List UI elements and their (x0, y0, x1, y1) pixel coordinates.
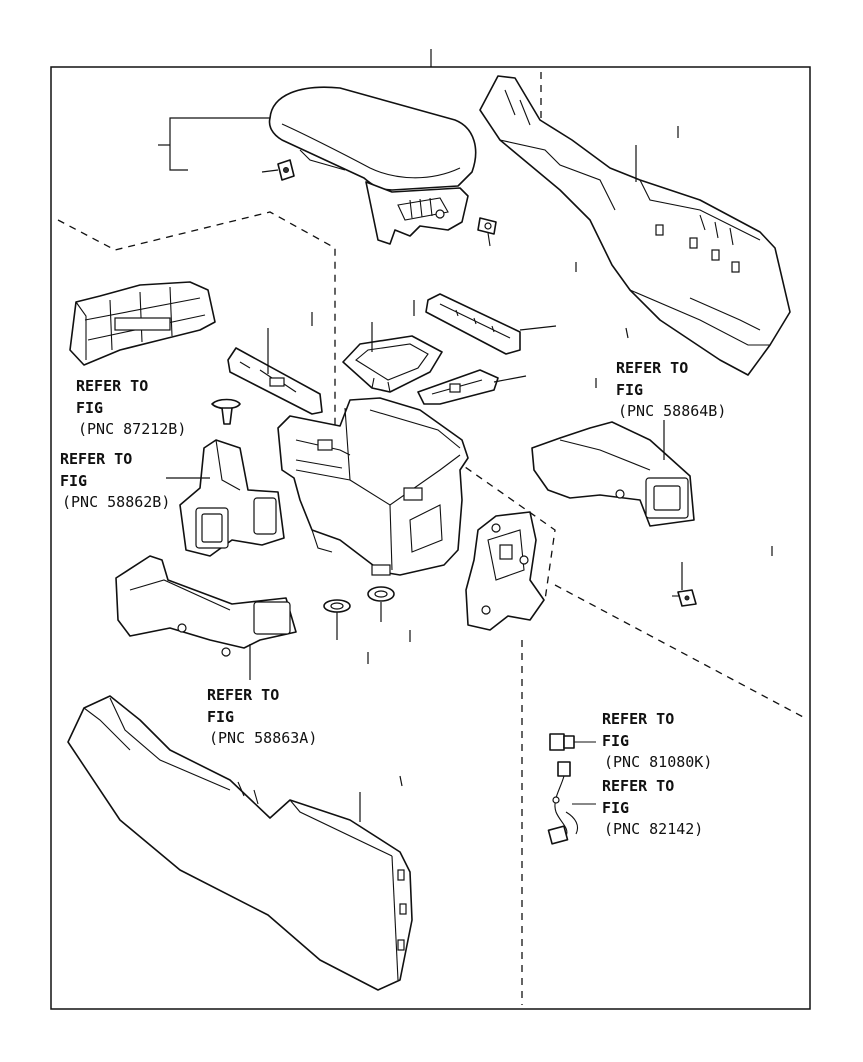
reference-label-58863a[interactable]: REFER TO FIG (PNC 58863A) (207, 686, 317, 747)
rail-bracket-leader (493, 375, 527, 383)
console-mounting-bracket[interactable] (465, 511, 545, 631)
air-duct-left-upper[interactable] (179, 439, 285, 557)
reference-label-58862b[interactable]: REFER TO FIG (PNC 58862B) (60, 450, 170, 511)
clip-push-pin[interactable] (211, 398, 241, 425)
bolt-armrest-right[interactable] (477, 217, 497, 247)
cup-holder-tray[interactable] (342, 335, 443, 393)
air-duct-left-lower[interactable] (115, 555, 297, 657)
ref-81080k-line2: FIG (602, 732, 629, 750)
armrest-leader (158, 117, 270, 171)
ref-58863a-line2: FIG (207, 708, 234, 726)
harness-connector-81080k[interactable] (549, 733, 596, 751)
ref-87212b-line3: (PNC 87212B) (78, 420, 186, 438)
ref-81080k-line3: (PNC 81080K) (604, 753, 712, 771)
reference-label-58864b[interactable]: REFER TO FIG (PNC 58864B) (616, 359, 726, 420)
ref-58862b-line2: FIG (60, 472, 87, 490)
ref-82142-line2: FIG (602, 799, 629, 817)
rear-vent-bracket[interactable] (69, 281, 216, 366)
reference-label-82142[interactable]: REFER TO FIG (PNC 82142) (602, 777, 703, 838)
reference-label-87212b[interactable]: REFER TO FIG (PNC 87212B) (76, 377, 186, 438)
bezel-strip-leader (519, 325, 557, 331)
shift-panel-left-piece[interactable] (227, 347, 323, 415)
ref-58864b-line3: (PNC 58864B) (618, 402, 726, 420)
console-side-panel-lower[interactable] (67, 695, 413, 991)
right-tick-4 (625, 327, 629, 339)
ref-87212b-line2: FIG (76, 399, 103, 417)
armrest-lid[interactable] (268, 86, 477, 245)
bolt-lower-right[interactable] (672, 589, 697, 607)
dashed-boundaries (57, 72, 806, 1005)
ref-58863a-line1: REFER TO (207, 686, 279, 704)
clip-ring-right[interactable] (367, 586, 395, 602)
console-top-bezel-strip[interactable] (425, 293, 521, 355)
console-side-panel-right[interactable] (479, 75, 791, 376)
ref-58864b-line1: REFER TO (616, 359, 688, 377)
rail-bracket[interactable] (417, 369, 499, 405)
lower-tick-1 (399, 775, 403, 787)
ref-81080k-line1: REFER TO (602, 710, 674, 728)
air-duct-right[interactable] (531, 421, 695, 527)
clip-ring-left[interactable] (323, 599, 351, 613)
ref-58863a-line3: (PNC 58863A) (209, 729, 317, 747)
ref-58862b-line3: (PNC 58862B) (62, 493, 170, 511)
ref-58862b-line1: REFER TO (60, 450, 132, 468)
reference-label-81080k[interactable]: REFER TO FIG (PNC 81080K) (602, 710, 712, 771)
ref-58864b-line2: FIG (616, 381, 643, 399)
harness-wire-82142[interactable] (547, 761, 596, 845)
screw-armrest-left[interactable] (261, 159, 295, 181)
ref-82142-line3: (PNC 82142) (604, 820, 703, 838)
ref-87212b-line1: REFER TO (76, 377, 148, 395)
ref-82142-line1: REFER TO (602, 777, 674, 795)
console-box-body[interactable] (277, 397, 469, 576)
